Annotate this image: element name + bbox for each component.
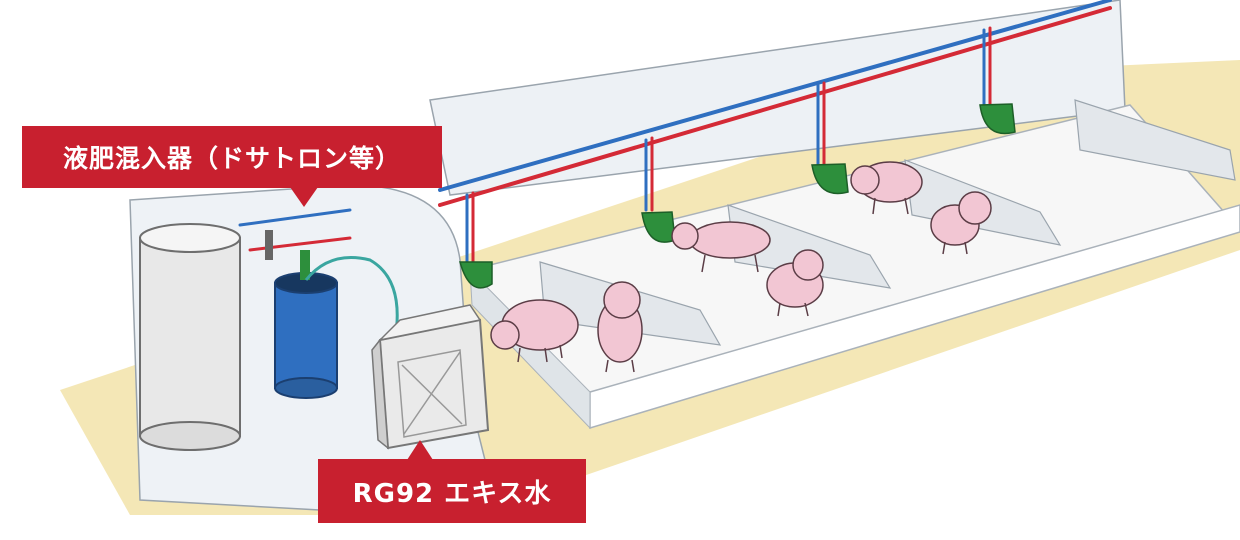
drinker-cup-icon	[811, 163, 849, 195]
pig-icon	[850, 161, 923, 215]
water-pipes	[238, 0, 1112, 267]
red-pipe	[438, 6, 1112, 207]
doser-label: 液肥混入器（ドサトロン等）	[22, 126, 442, 188]
drinker-cup-icon	[979, 103, 1016, 135]
product-label-pointer	[407, 440, 433, 460]
product-label: RG92 エキス水	[318, 459, 586, 523]
pigs	[490, 161, 992, 373]
doser-icon	[265, 230, 399, 399]
pig-icon	[930, 191, 992, 255]
pig-icon	[490, 299, 579, 363]
blue-pipe	[438, 0, 1112, 192]
drinker-cup-icon	[459, 261, 493, 289]
pig-icon	[766, 249, 824, 317]
doser-label-pointer	[290, 187, 318, 207]
jerrycan-icon	[371, 304, 490, 450]
pig-icon	[671, 221, 771, 273]
pig-icon	[597, 281, 643, 373]
water-tank-icon	[139, 223, 241, 451]
drinker-cups	[459, 103, 1016, 289]
